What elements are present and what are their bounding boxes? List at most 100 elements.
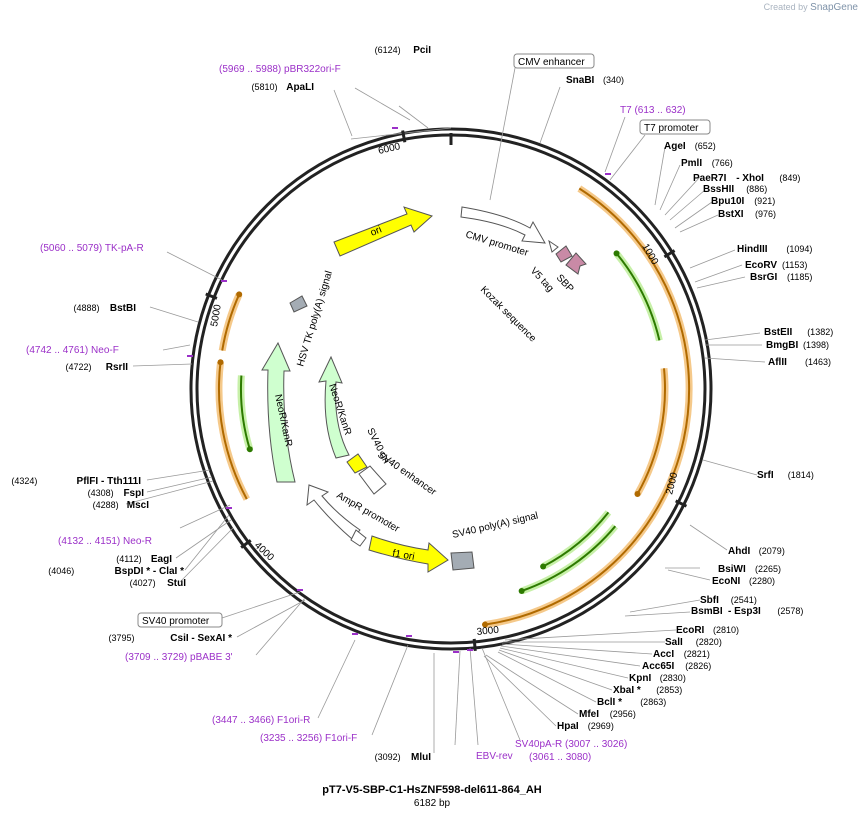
primer-neor[interactable]: (4132 .. 4151) Neo-R bbox=[58, 536, 152, 547]
primer-f1orir[interactable]: (3447 .. 3466) F1ori-R bbox=[212, 715, 310, 726]
t7-promoter-box[interactable]: T7 promoter bbox=[639, 119, 711, 135]
site-bsmbi[interactable]: BsmBI- Esp3I(2578) bbox=[691, 606, 803, 617]
site-econi[interactable]: EcoNI(2280) bbox=[712, 576, 775, 587]
primer-pbabe3[interactable]: (3709 .. 3729) pBABE 3' bbox=[125, 652, 233, 663]
leader-line bbox=[481, 647, 521, 741]
site-acci[interactable]: AccI(2821) bbox=[653, 649, 710, 660]
site-ecori[interactable]: EcoRI(2810) bbox=[676, 625, 739, 636]
site-agei[interactable]: AgeI(652) bbox=[664, 141, 716, 152]
svg-text:(340): (340) bbox=[603, 75, 624, 85]
site-msci[interactable]: MscI(4288) bbox=[93, 500, 150, 511]
svg-text:(4112): (4112) bbox=[116, 554, 141, 564]
svg-text:(2863): (2863) bbox=[640, 697, 666, 707]
orange-arc-left-head bbox=[217, 359, 224, 366]
site-aflii[interactable]: AflII(1463) bbox=[768, 357, 831, 368]
site-kpni[interactable]: KpnI(2830) bbox=[629, 673, 686, 684]
svg-text:BclI *: BclI * bbox=[597, 697, 622, 708]
ori-feature[interactable]: ori bbox=[333, 206, 433, 257]
site-mfei[interactable]: MfeI(2956) bbox=[579, 709, 636, 720]
neo-kanr-inner-feature[interactable]: NeoR/KanR bbox=[318, 355, 353, 459]
f1-ori-label: f1 ori bbox=[391, 548, 415, 563]
svg-text:T7 (613 .. 632): T7 (613 .. 632) bbox=[620, 105, 686, 116]
svg-text:(1382): (1382) bbox=[807, 327, 833, 337]
site-srfi[interactable]: SrfI(1814) bbox=[757, 470, 814, 481]
site-bsiwi[interactable]: BsiWI(2265) bbox=[718, 564, 781, 575]
site-hindiii[interactable]: HindIII(1094) bbox=[737, 244, 812, 255]
tick-mark-1000 bbox=[663, 249, 676, 259]
site-fspi[interactable]: FspI(4308) bbox=[88, 488, 145, 499]
v5-tag-label: V5 tag bbox=[528, 266, 556, 295]
site-mlui[interactable]: MluI(3092) bbox=[375, 752, 432, 763]
site-paer7i[interactable]: PaeR7I- XhoI(849) bbox=[693, 173, 800, 184]
neo-kanr-outer-feature[interactable]: NeoR/KanR bbox=[261, 341, 296, 483]
site-sali[interactable]: SalI(2820) bbox=[665, 637, 722, 648]
site-pmli[interactable]: PmlI(766) bbox=[681, 158, 733, 169]
leader-line bbox=[604, 116, 626, 173]
site-bmgbi[interactable]: BmgBI(1398) bbox=[766, 340, 829, 351]
site-sbfi[interactable]: SbfI(2541) bbox=[700, 595, 757, 606]
site-ecorv[interactable]: EcoRV(1153) bbox=[745, 260, 807, 271]
site-pcii[interactable]: PciI(6124) bbox=[375, 45, 432, 56]
site-hpai[interactable]: HpaI(2969) bbox=[557, 721, 614, 732]
site-apali[interactable]: ApaLI(5810) bbox=[251, 82, 314, 93]
site-bstxi[interactable]: BstXI(976) bbox=[718, 209, 776, 220]
site-bspdi[interactable]: BspDI * - ClaI *(4046) bbox=[48, 566, 184, 577]
svg-text:SbfI: SbfI bbox=[700, 595, 719, 606]
site-bpu10i[interactable]: Bpu10I(921) bbox=[711, 196, 775, 207]
primer-pbr322orif[interactable]: (5969 .. 5988) pBR322ori-F bbox=[219, 64, 341, 75]
svg-text:PciI: PciI bbox=[413, 45, 431, 56]
sv40-enhancer-feature[interactable]: SV40 enhancer bbox=[358, 449, 439, 498]
tick-mark-5000 bbox=[205, 292, 218, 300]
svg-text:Acc65I: Acc65I bbox=[642, 661, 674, 672]
sv40-polya-feature[interactable]: SV40 poly(A) signal bbox=[450, 510, 539, 571]
primer-range[interactable]: (3061 .. 3080) bbox=[529, 752, 591, 763]
site-csii[interactable]: CsiI - SexAI *(3795) bbox=[108, 633, 232, 644]
site-rsrii[interactable]: RsrII(4722) bbox=[65, 362, 128, 373]
ampr-promoter-feature[interactable]: AmpR promoter bbox=[306, 484, 402, 547]
leader-line bbox=[704, 332, 761, 341]
svg-text:PaeR7I: PaeR7I bbox=[693, 173, 727, 184]
leader-line bbox=[162, 344, 191, 351]
site-eagi[interactable]: EagI(4112) bbox=[116, 554, 172, 565]
svg-text:(4308): (4308) bbox=[88, 488, 114, 498]
primer-t7[interactable]: T7 (613 .. 632) bbox=[620, 105, 686, 116]
cmv-enhancer-box[interactable]: CMV enhancer bbox=[513, 53, 595, 69]
svg-text:T7 promoter: T7 promoter bbox=[644, 123, 699, 134]
leader-line bbox=[500, 645, 641, 667]
orange-arc-right-inner bbox=[636, 368, 666, 495]
site-ahdi[interactable]: AhdI(2079) bbox=[728, 546, 785, 557]
svg-text:(2820): (2820) bbox=[696, 637, 722, 647]
svg-text:(1398): (1398) bbox=[803, 340, 829, 350]
leader-line bbox=[679, 214, 719, 233]
site-bstbi[interactable]: BstBI(4888) bbox=[73, 303, 136, 314]
site-stui[interactable]: StuI(4027) bbox=[130, 578, 187, 589]
svg-text:EBV-rev: EBV-rev bbox=[476, 751, 513, 762]
sv40-promoter-box[interactable]: SV40 promoter bbox=[137, 612, 223, 628]
site-xbai[interactable]: XbaI *(2853) bbox=[613, 685, 682, 696]
site-acc65i[interactable]: Acc65I(2826) bbox=[642, 661, 711, 672]
primer-neof[interactable]: (4742 .. 4761) Neo-F bbox=[26, 345, 119, 356]
primer-tkpar[interactable]: (5060 .. 5079) TK-pA-R bbox=[40, 243, 144, 254]
leader-line bbox=[624, 611, 691, 617]
site-snabi[interactable]: SnaBI(340) bbox=[566, 75, 624, 86]
site-bcli[interactable]: BclI * (2863) bbox=[597, 697, 666, 708]
svg-text:BstBI: BstBI bbox=[110, 303, 136, 314]
svg-text:(2079): (2079) bbox=[759, 546, 785, 556]
svg-text:(1153): (1153) bbox=[782, 260, 807, 270]
cmv-promoter-feature[interactable]: CMV promoter bbox=[460, 206, 546, 259]
f1-ori-feature[interactable]: f1 ori bbox=[368, 535, 449, 573]
primer-ebvrev[interactable]: EBV-rev bbox=[476, 751, 513, 762]
svg-text:(1094): (1094) bbox=[786, 244, 812, 254]
svg-text:BssHII: BssHII bbox=[703, 184, 734, 195]
hsv-tk-polya-feature[interactable]: HSV TK poly(A) signal bbox=[289, 270, 335, 368]
site-bsteii[interactable]: BstEII(1382) bbox=[764, 327, 833, 338]
leader-line bbox=[354, 87, 411, 121]
site-pflfi[interactable]: PflFI - Tth111I(4324) bbox=[11, 476, 141, 487]
site-bsrgi[interactable]: BsrGI(1185) bbox=[750, 272, 812, 283]
primer-sv40par[interactable]: SV40pA-R (3007 .. 3026) bbox=[515, 739, 627, 750]
primer-f1orif[interactable]: (3235 .. 3256) F1ori-F bbox=[260, 733, 357, 744]
site-bsshii[interactable]: BssHII(886) bbox=[703, 184, 767, 195]
sbp-feature[interactable]: SBP bbox=[554, 252, 587, 295]
svg-text:(2265): (2265) bbox=[755, 564, 781, 574]
ori-label: ori bbox=[369, 224, 383, 238]
